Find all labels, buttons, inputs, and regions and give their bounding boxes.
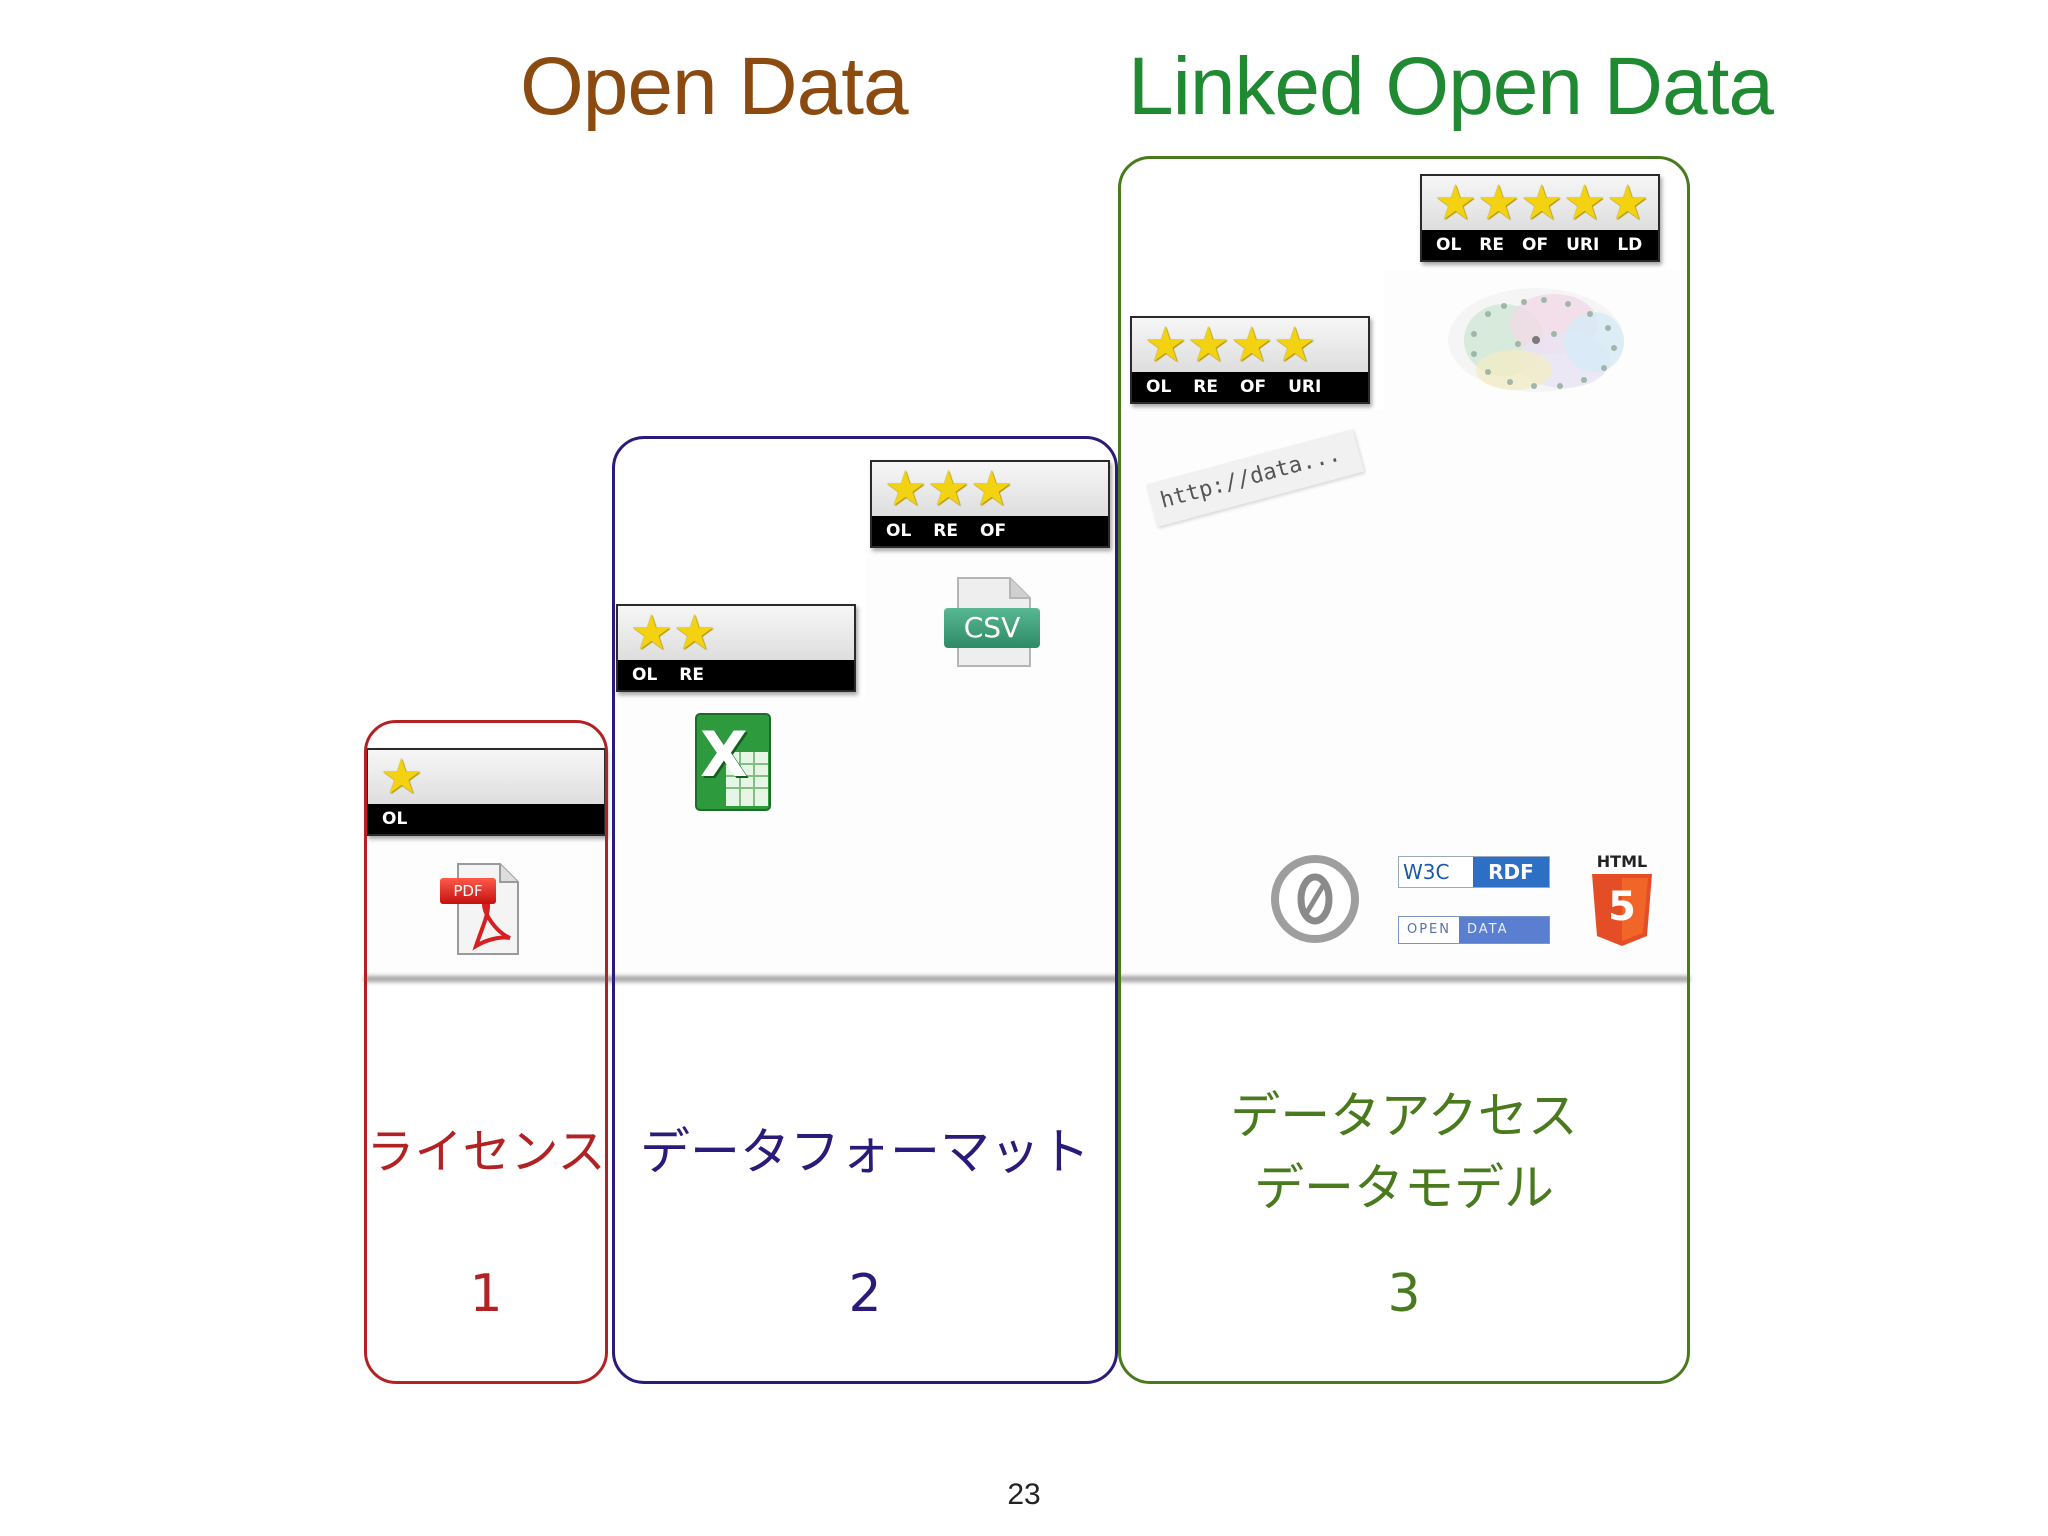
group-label-data-model: データモデル: [1254, 1159, 1554, 1217]
excel-icon: X: [694, 712, 774, 812]
html-label: HTML: [1596, 852, 1648, 871]
badge-code: OL: [886, 521, 912, 541]
badge-code: RE: [933, 521, 958, 541]
one-star-badge: ★ OL: [366, 748, 606, 836]
html5-icon: HTML 5: [1586, 852, 1658, 950]
w3c-logo-text: W3C: [1399, 857, 1473, 887]
badge-code: RE: [1479, 235, 1504, 255]
lod-cloud-icon: [1444, 284, 1634, 400]
badge-code: OF: [1522, 235, 1549, 255]
two-star-badge: ★★ OL RE: [616, 604, 856, 692]
group-box-data-format: [612, 436, 1118, 1384]
csv-label: CSV: [944, 608, 1040, 648]
badge-code: OL: [382, 809, 408, 829]
pdf-icon: PDF: [436, 858, 526, 958]
badge-code: RE: [1193, 377, 1218, 397]
star-rating: ★★★★★: [1434, 175, 1650, 231]
stair-step-2: [612, 694, 1690, 844]
group-number-3: 3: [1387, 1264, 1421, 1324]
badge-code: RE: [679, 665, 704, 685]
group-label-license: ライセンス: [366, 1124, 606, 1180]
star-rating: ★: [380, 749, 424, 805]
data-label: DATA: [1459, 917, 1549, 943]
page-number: 23: [1007, 1478, 1041, 1511]
three-star-badge: ★★★ OL RE OF: [870, 460, 1110, 548]
staircase-shadow: [364, 976, 1690, 982]
pdf-label: PDF: [440, 878, 496, 904]
w3c-rdf-badge: W3C RDF: [1398, 856, 1550, 888]
group-number-1: 1: [469, 1264, 503, 1324]
csv-icon: CSV: [944, 574, 1040, 670]
badge-code: OF: [1240, 377, 1267, 397]
badge-code: LD: [1617, 235, 1643, 255]
group-label-data-format: データフォーマット: [640, 1123, 1090, 1181]
star-rating: ★★★★: [1144, 317, 1317, 373]
badge-code: OL: [1146, 377, 1172, 397]
group-box-license: [364, 720, 608, 1384]
group-label-data-access: データアクセス: [1230, 1087, 1578, 1145]
star-rating: ★★: [630, 605, 717, 661]
html5-number: 5: [1608, 884, 1636, 930]
cc0-icon: [1270, 854, 1360, 944]
badge-code: URI: [1288, 377, 1322, 397]
excel-letter: X: [700, 718, 748, 791]
four-star-badge: ★★★★ OL RE OF URI: [1130, 316, 1370, 404]
star-rating: ★★★: [884, 461, 1014, 517]
group-number-2: 2: [848, 1264, 882, 1324]
badge-code: URI: [1566, 235, 1600, 255]
badge-code: OF: [980, 521, 1007, 541]
rdf-label: RDF: [1473, 857, 1549, 887]
five-star-badge: ★★★★★ OL RE OF URI LD: [1420, 174, 1660, 262]
open-label: OPEN: [1399, 917, 1459, 943]
open-data-badge: OPEN DATA: [1398, 916, 1550, 944]
open-data-title: Open Data: [520, 41, 909, 132]
badge-code: OL: [632, 665, 658, 685]
linked-open-data-title: Linked Open Data: [1128, 41, 1774, 132]
badge-code: OL: [1436, 235, 1462, 255]
group-box-data-access: [1118, 156, 1690, 1384]
